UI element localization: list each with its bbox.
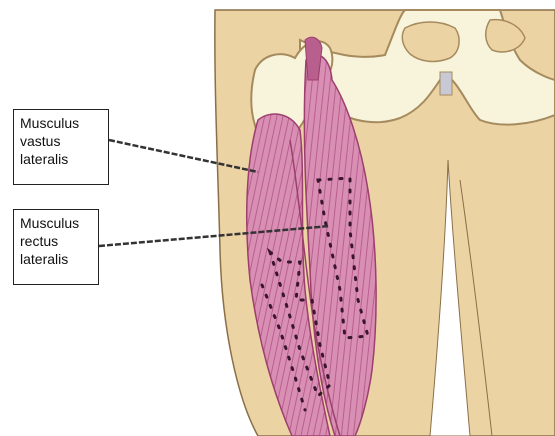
label-line: lateralis [20, 150, 102, 168]
label-vastus-lateralis: Musculus vastus lateralis [13, 109, 109, 185]
label-line: vastus [20, 132, 102, 150]
label-line: rectus [20, 232, 92, 250]
label-rectus-lateralis: Musculus rectus lateralis [13, 209, 99, 285]
pubic-symphysis [440, 72, 452, 95]
label-line: lateralis [20, 250, 92, 268]
label-line: Musculus [20, 214, 92, 232]
label-line: Musculus [20, 114, 102, 132]
